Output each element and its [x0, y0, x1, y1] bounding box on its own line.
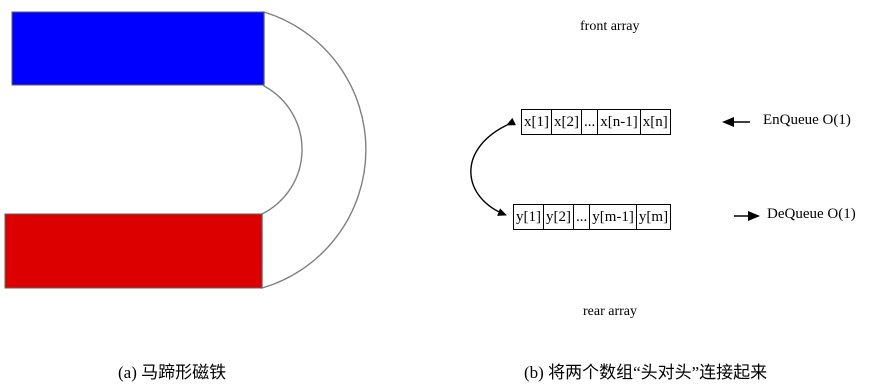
swap-curved-arrow [470, 117, 516, 216]
rear-array-cell: y[1] [514, 205, 544, 229]
magnet-horseshoe-body [261, 11, 367, 289]
front-array-cell: x[2] [552, 110, 582, 134]
rear-array: y[1]y[2]...y[m-1]y[m] [513, 204, 672, 230]
front-array-cell: ... [582, 110, 599, 134]
front-array-cell: x[1] [522, 110, 552, 134]
rear-array-cell: y[2] [544, 205, 574, 229]
rear-array-cell: ... [574, 205, 591, 229]
front-array-cell: x[n] [642, 114, 668, 130]
rear-array-cell: y[m-1] [590, 205, 637, 229]
front-array-cell: x[n-1] [598, 110, 641, 134]
magnet-north-pole [11, 11, 265, 86]
caption-b: (b) 将两个数组“头对头”连接起来 [524, 363, 768, 382]
front-array-label: front array [580, 19, 640, 34]
rear-array-cell: y[m] [638, 209, 669, 225]
dequeue-label: DeQueue O(1) [767, 206, 856, 222]
magnet-south-pole [4, 213, 263, 289]
enqueue-arrowhead [722, 117, 734, 127]
front-array: x[1]x[2]...x[n-1]x[n] [521, 109, 671, 135]
caption-a: (a) 马蹄形磁铁 [118, 363, 227, 382]
rear-array-label: rear array [583, 304, 638, 319]
enqueue-label: EnQueue O(1) [763, 112, 851, 128]
dequeue-arrowhead [748, 211, 760, 221]
